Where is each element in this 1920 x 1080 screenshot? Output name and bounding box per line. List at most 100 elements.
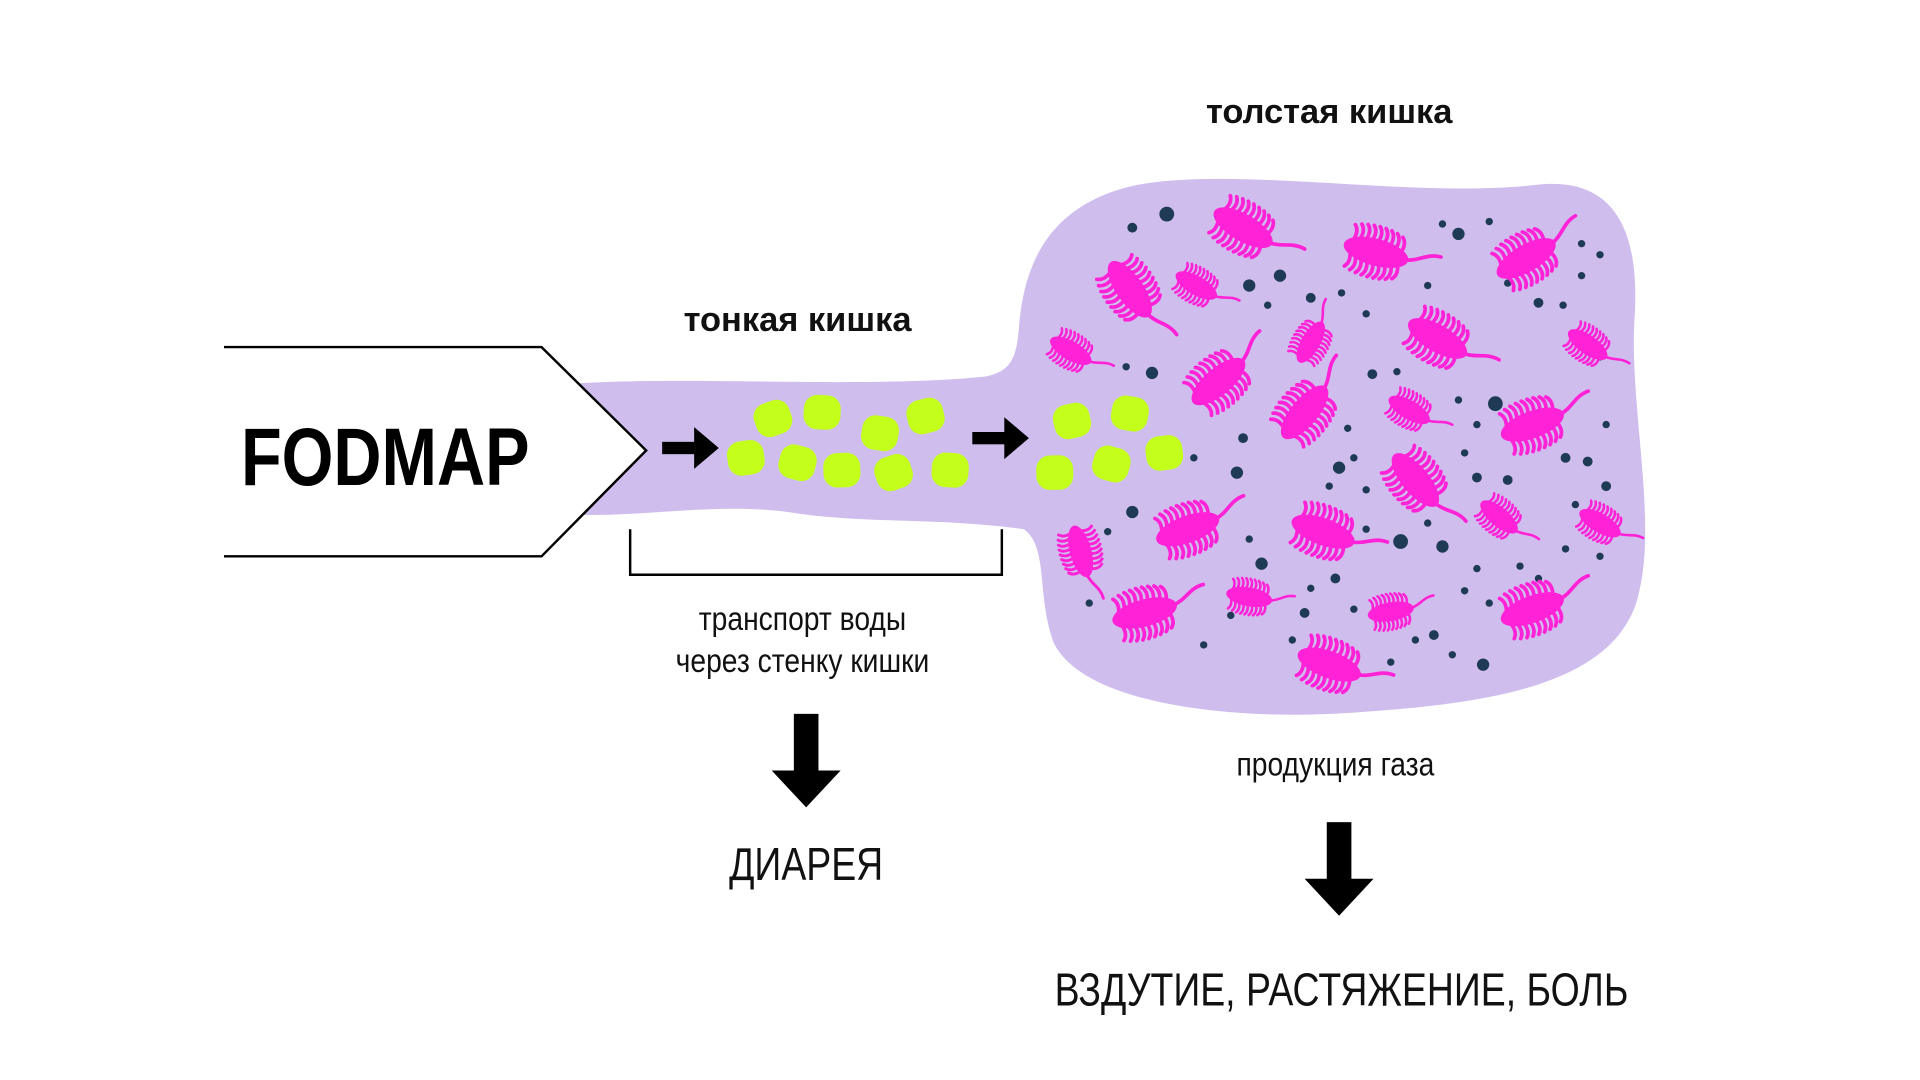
gas-dot [1559,301,1567,309]
gas-dot [1485,217,1493,226]
fodmap-particle [823,452,861,488]
bacterium-icon [1497,389,1591,456]
gas-production-label: продукция газа [1236,745,1435,783]
gas-dot [1127,222,1138,233]
bacterium-icon [1342,222,1443,282]
gas-dot [1344,424,1352,432]
bacterium-icon [1171,261,1241,308]
fodmap-particle [1052,402,1092,440]
fodmap-arrow-outline [224,345,648,558]
gas-dot [1255,557,1268,570]
gas-dot [1104,528,1112,536]
bacterium-icon [1288,500,1390,562]
right-arrow-icon [972,417,1029,460]
gas-dot [1337,289,1346,297]
gas-dot [1411,636,1420,644]
gas-dot [1325,482,1333,490]
bacterium-icon [1562,320,1631,368]
gas-dot [1299,608,1310,618]
large-intestine-label: толстая кишка [1206,93,1453,131]
gas-dot [1436,540,1449,553]
bacterium-icon [1497,573,1591,641]
gas-dot [1602,420,1610,429]
gas-dot [1438,220,1447,228]
gas-dot [1571,500,1580,509]
bacterium-icon [1490,213,1578,293]
gas-dot [1533,297,1544,308]
gas-dot [1273,269,1287,282]
gas-dot [1460,449,1469,457]
gas-dot [1561,545,1570,553]
gas-dot [1238,433,1248,444]
gas-dot [1350,454,1358,462]
gas-dot [1454,396,1463,404]
fodmap-particle [861,415,899,452]
bacterium-icon [1226,576,1297,617]
gas-dot [1428,630,1439,640]
gas-dot [1350,605,1358,613]
gas-dot [1601,481,1612,492]
gas-dot [1473,420,1481,429]
fodmap-particle [803,394,841,430]
gas-dot [1504,279,1512,287]
fodmap-particle [874,453,913,492]
diarrhea-label: ДИАРЕЯ [729,838,883,890]
gas-dot [1227,611,1235,620]
gas-dot [1230,466,1244,479]
fodmap-label: FODMAP [241,412,530,503]
bacterium-icon [1473,491,1541,541]
gas-dot [1577,272,1586,280]
gas-dot [1288,636,1296,644]
right-arrow-icon [662,427,719,469]
gas-dot [1264,301,1272,309]
gas-dot [1393,534,1408,549]
bacterium-icon [1111,582,1206,643]
gas-dot [1362,486,1370,494]
gas-dots [1085,206,1612,671]
gas-dot [1516,562,1524,570]
fodmap-particle [1092,445,1131,483]
bacterium-icon [1384,386,1454,432]
fodmap-particle [931,452,969,488]
bacterium-icon [1094,252,1179,337]
gas-dot [1243,279,1256,292]
gas-dot [1085,599,1093,607]
fodmap-particle [906,397,945,435]
fodmap-particle [778,444,817,482]
gas-dot [1502,475,1513,485]
gas-dot [1330,573,1341,584]
bacterium-icon [1294,633,1396,695]
gas-dot [1582,456,1593,467]
gas-dot [1332,461,1346,474]
bacterium-icon [1056,524,1105,600]
gas-dot [1362,310,1370,318]
gas-dot [1159,206,1175,222]
gas-dot [1452,227,1465,240]
bacterium-icon [1182,329,1262,418]
fodmap-particle [1145,435,1184,471]
symptoms-label: ВЗДУТИЕ, РАСТЯЖЕНИЕ, БОЛЬ [1055,964,1629,1016]
bacterium-icon [1379,443,1468,523]
gas-dot [1307,584,1315,592]
gas-dot [1448,651,1456,659]
bacterium-icon [1367,592,1435,632]
bacteria-group [1045,193,1645,695]
gas-dot [1488,396,1503,412]
gas-dot [1424,519,1432,527]
bacterium-icon [1268,353,1339,449]
gas-dot [1126,505,1139,519]
bacterium-icon [1045,327,1116,373]
gas-dot [1560,452,1571,463]
gas-dot [1472,472,1482,483]
fodmap-particle [753,399,793,438]
fodmap-particle [1036,455,1074,490]
fodmap-particles [726,394,1184,492]
gas-dot [1305,292,1316,303]
bacterium-icon [1287,297,1333,368]
down-arrow-icon [1304,822,1374,916]
bacterium-icon [1401,304,1501,370]
water-transport-line2: через стенку кишки [676,642,930,680]
gas-dot [1485,599,1493,607]
gas-dot [1424,281,1432,290]
